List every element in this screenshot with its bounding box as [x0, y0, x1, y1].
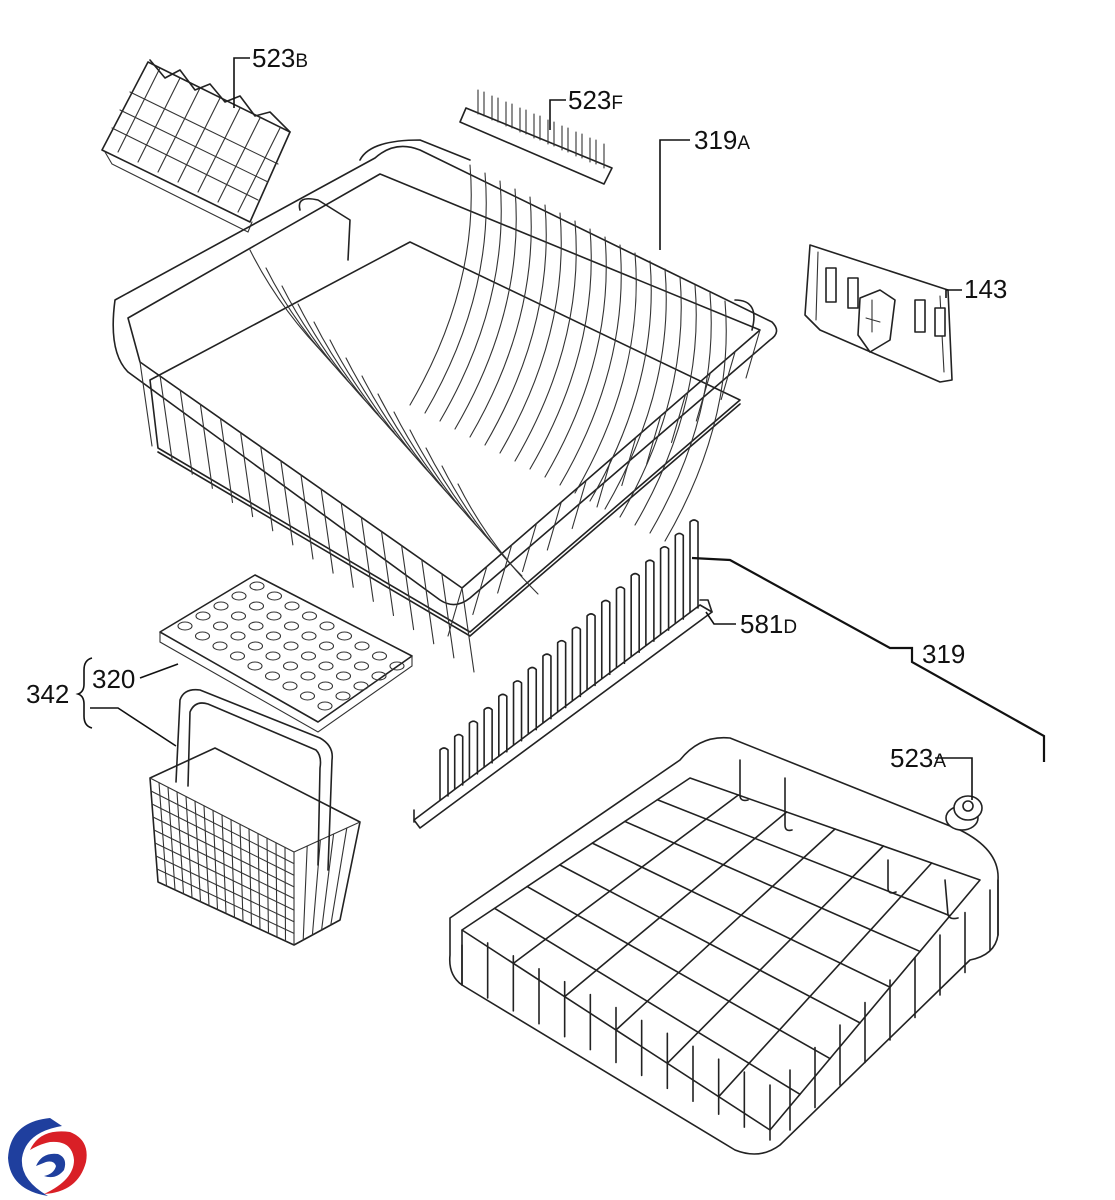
- part-523f-small-comb: [459, 89, 613, 185]
- callout-523f: 523F: [568, 85, 623, 115]
- part-319-lower-basket: [448, 736, 999, 1155]
- part-320-cutlery-lid: [159, 574, 413, 733]
- brace-342: [75, 657, 93, 729]
- part-342-cutlery-basket: [149, 688, 361, 946]
- part-581d-fold-down-tines: [413, 519, 713, 829]
- callout-523a: 523A: [890, 743, 946, 773]
- part-523a-wheel: [945, 795, 983, 831]
- part-523b-comb-rack: [101, 59, 291, 233]
- callout-319a: 319A: [694, 125, 750, 155]
- leader-lines: [90, 57, 1046, 800]
- callout-143: 143: [964, 274, 1007, 304]
- callout-581d: 581D: [740, 609, 797, 639]
- callout-342: 342: [26, 679, 69, 709]
- part-143-rail-bracket: [804, 244, 953, 383]
- callout-319: 319: [922, 639, 965, 669]
- callout-labels: 523B 523F 319A 143 581D 319 320 342 523A: [26, 43, 1007, 773]
- part-319a-upper-basket: [112, 139, 778, 673]
- brand-swirl-logo-icon: [8, 1118, 87, 1196]
- callout-523b: 523B: [252, 43, 308, 73]
- callout-320: 320: [92, 664, 135, 694]
